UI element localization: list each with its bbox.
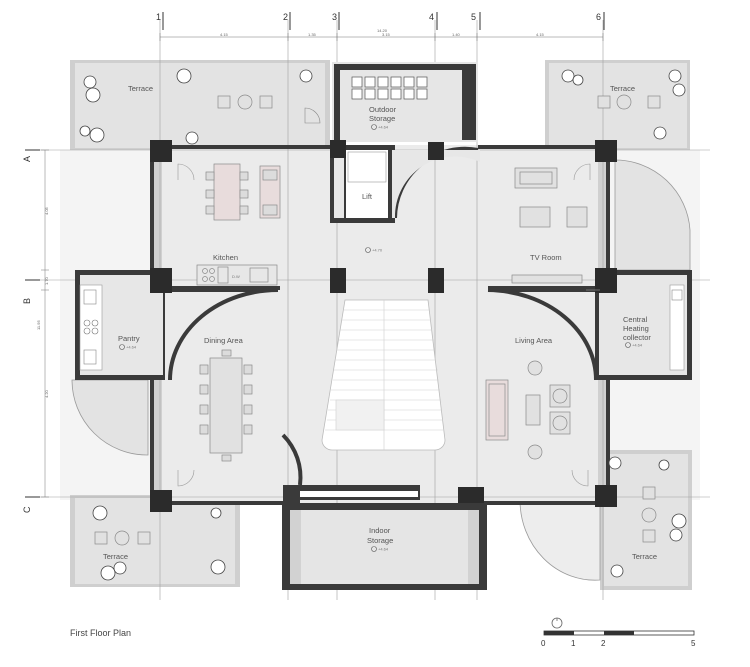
kitchen-label: Kitchen — [213, 253, 238, 262]
level-marker-central-heating: +4.64 — [625, 342, 643, 348]
scale-label-0: 0 — [541, 639, 546, 648]
structural-columns — [150, 140, 617, 512]
terrace-arc-west — [71, 379, 149, 456]
indoor-storage-label-2: Storage — [367, 536, 393, 545]
scale-label-5: 5 — [691, 639, 696, 648]
dim-row-1: 4.05 — [44, 206, 49, 215]
scale-bar — [543, 617, 695, 636]
dining-area-label: Dining Area — [204, 336, 244, 345]
scale-label-1: 1 — [571, 639, 576, 648]
dishwasher-label: D.W — [232, 274, 240, 279]
dining-furniture — [199, 349, 253, 462]
plan-title: First Floor Plan — [70, 628, 131, 638]
dim-col-3: 3.15 — [382, 32, 391, 37]
terrace-furniture — [94, 94, 661, 546]
indoor-storage — [282, 485, 487, 590]
level-indoor-storage: +4.64 — [378, 547, 389, 552]
grid-row-markers — [25, 149, 40, 498]
grid-col-6: 6 — [596, 12, 601, 22]
door-outdoor-storage[interactable] — [304, 107, 321, 124]
terrace-ne-label: Terrace — [610, 84, 635, 93]
dim-row-3: 4.20 — [44, 389, 49, 398]
tv-room-label: TV Room — [530, 253, 562, 262]
doors — [177, 163, 600, 487]
terrace-arc-se — [519, 499, 601, 581]
kitchen-counter-wall — [170, 286, 598, 290]
dim-row-2: 1.70 — [44, 276, 49, 285]
level-marker-outdoor-storage: +4.64 — [371, 124, 389, 130]
level-marker-hall: +4.70 — [365, 247, 383, 253]
grid-col-3: 3 — [332, 12, 337, 22]
plant-pots — [79, 68, 687, 581]
living-area-label: Living Area — [515, 336, 553, 345]
central-heating-label-3: collector — [623, 333, 651, 342]
dim-total: 14.20 — [377, 28, 388, 33]
pantry-label: Pantry — [118, 334, 140, 343]
central-heating-label-2: Heating — [623, 324, 649, 333]
dim-col-4: 1.40 — [452, 32, 461, 37]
dimension-chain-left — [41, 149, 49, 498]
terrace-sw-label: Terrace — [103, 552, 128, 561]
grid-col-2: 2 — [283, 12, 288, 22]
exterior-walls — [150, 145, 610, 505]
outdoor-storage-label-1: Outdoor — [369, 105, 397, 114]
level-outdoor-storage: +4.64 — [378, 125, 389, 130]
dim-col-1: 4.15 — [220, 32, 229, 37]
terrace-arc-east — [614, 159, 691, 271]
terrace-se-label: Terrace — [632, 552, 657, 561]
dimension-chain-top — [159, 33, 604, 41]
central-heating-label-1: Central — [623, 315, 648, 324]
kitchen-furniture — [196, 163, 281, 286]
lift-label: Lift — [362, 192, 373, 201]
level-hall: +4.70 — [372, 248, 383, 253]
indoor-storage-label-1: Indoor — [369, 526, 391, 535]
tv-room-furniture — [511, 167, 588, 284]
level-marker-indoor-storage: +4.64 — [371, 546, 389, 552]
grid-col-5: 5 — [471, 12, 476, 22]
dim-row-total: 11.95 — [36, 320, 41, 330]
level-pantry: +4.64 — [126, 345, 137, 350]
dim-col-5: 4.15 — [536, 32, 545, 37]
scale-label-2: 2 — [601, 639, 606, 648]
grid-row-a: A — [22, 156, 32, 162]
outdoor-storage-label-2: Storage — [369, 114, 395, 123]
grid-row-c: C — [22, 506, 32, 513]
grid-row-b: B — [22, 298, 32, 304]
level-central-heating: +4.64 — [632, 343, 643, 348]
living-furniture — [485, 360, 571, 460]
grid-col-4: 4 — [429, 12, 434, 22]
terrace-nw — [70, 60, 330, 150]
dim-col-2: 1.35 — [308, 32, 317, 37]
grid-col-1: 1 — [156, 12, 161, 22]
terrace-nw-label: Terrace — [128, 84, 153, 93]
level-marker-pantry: +4.64 — [119, 344, 137, 350]
outdoor-storage — [332, 62, 478, 142]
grid-column-markers — [162, 12, 605, 30]
staircase — [321, 299, 446, 451]
